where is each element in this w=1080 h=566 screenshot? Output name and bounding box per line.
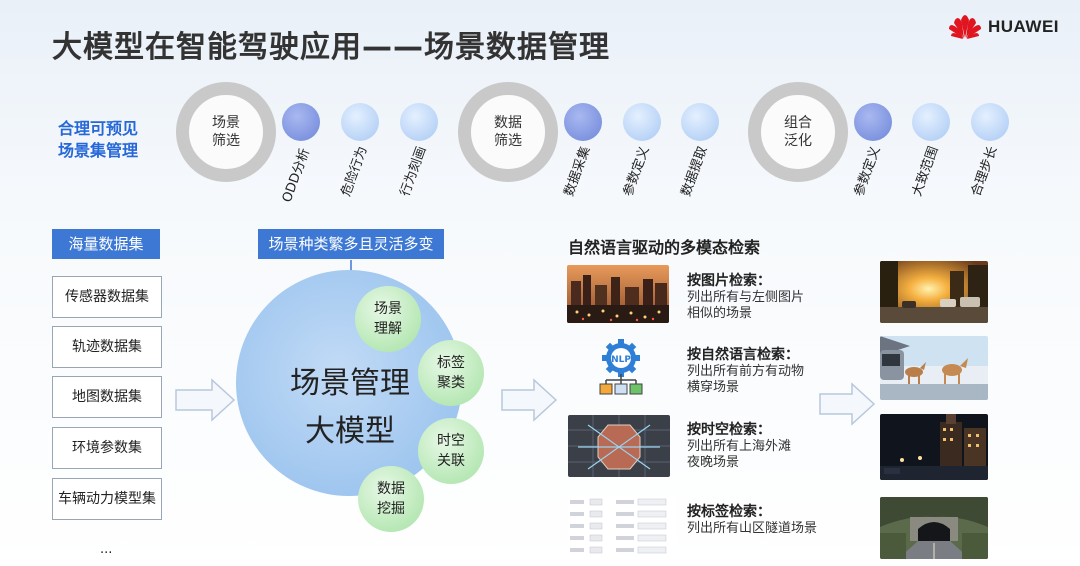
process-dot [854,103,892,141]
process-dot [341,103,379,141]
flow-arrow-icon [175,378,236,422]
search-spatiotemporal-desc: 列出所有上海外滩夜晚场景 [687,439,817,471]
scene-set-label-line2: 场景集管理 [58,141,139,160]
bund-night-image [880,414,988,480]
desc-line: 列出所有山区隧道场景 [687,521,818,536]
scene-model-title: 场景管理 大模型 [262,360,438,456]
scene-set-label-line1: 合理可预见 [58,119,139,138]
flow-arrow-icon [819,382,876,426]
dot-label: 参数定义 [851,144,884,199]
nlp-gear-icon: NLP [599,339,643,395]
ring-text: 组合 [784,115,812,131]
process-dot [681,103,719,141]
tag-form-image [568,496,676,556]
ability-text: 关联 [437,453,465,469]
dataset-item: 环境参数集 [52,427,162,469]
search-spatiotemporal-name: 按时空检索： [687,422,771,438]
ability-tag-clustering: 标签聚类 [418,340,484,406]
dot-label: 行为刻画 [397,144,430,199]
search-nlp-name: 按自然语言检索： [687,347,799,363]
ring-scene-filter: 场景筛选 [176,82,276,182]
dot-label: 合理步长 [968,144,1001,199]
logo-text: HUAWEI [988,17,1059,36]
huawei-logo: HUAWEI [948,14,1059,40]
scene-set-label: 合理可预见 场景集管理 [58,118,138,162]
dot-label: 数据提取 [678,144,711,199]
dot-label: 参数定义 [620,144,653,199]
ring-combine-generalize: 组合泛化 [748,82,848,182]
process-dot [971,103,1009,141]
ability-text: 挖掘 [377,501,405,517]
process-dot [282,103,320,141]
ability-text: 标签 [437,355,465,371]
huawei-flower-icon [949,15,981,39]
process-dot [400,103,438,141]
ability-text: 场景 [374,301,402,317]
dot-label: 危险行为 [338,144,371,199]
dot-label: 大致范围 [909,144,942,199]
dataset-item: 传感器数据集 [52,276,162,318]
desc-line: 夜晚场景 [687,455,740,470]
city-traffic-image [567,265,669,323]
scene-model-line2: 大模型 [305,414,395,449]
flow-arrow-icon [501,378,558,422]
dataset-item: 轨迹数据集 [52,326,162,368]
dot-label: ODD分析 [279,146,314,205]
ability-text: 理解 [374,321,402,337]
ring-text: 筛选 [212,133,240,149]
dataset-ellipsis: ... [100,542,113,557]
search-tag-name: 按标签检索： [687,504,771,520]
search-section-title: 自然语言驱动的多模态检索 [568,238,761,257]
mountain-tunnel-image [880,497,988,559]
process-dot [564,103,602,141]
desc-line: 横穿场景 [687,380,740,395]
spatiotemporal-map-image [568,415,670,477]
dot-label: 数据采集 [561,144,594,199]
desc-line: 列出所有上海外滩 [687,439,792,454]
ring-text: 泛化 [784,133,812,149]
dataset-item: 地图数据集 [52,376,162,418]
search-tag-desc: 列出所有山区隧道场景 [687,521,847,537]
desc-line: 列出所有与左侧图片 [687,290,805,305]
dataset-item: 车辆动力模型集 [52,478,162,520]
ring-text: 场景 [212,115,240,131]
ring-text: 数据 [494,115,522,131]
ability-scene-understanding: 场景理解 [355,286,421,352]
search-nlp-desc: 列出所有前方有动物横穿场景 [687,364,817,396]
sunset-street-image [880,261,988,323]
desc-line: 列出所有前方有动物 [687,364,805,379]
ring-data-filter: 数据筛选 [458,82,558,182]
ability-data-mining: 数据挖掘 [358,466,424,532]
ability-text: 时空 [437,433,465,449]
ability-text: 数据 [377,481,405,497]
search-image-desc: 列出所有与左侧图片相似的场景 [687,290,817,322]
search-image-name: 按图片检索： [687,273,771,289]
scene-variety-box: 场景种类繁多且灵活多变 [258,229,444,259]
page-title: 大模型在智能驾驶应用——场景数据管理 [52,30,610,65]
process-dot [623,103,661,141]
scene-model-line1: 场景管理 [290,366,410,401]
ability-spatiotemporal: 时空关联 [418,418,484,484]
ring-text: 筛选 [494,133,522,149]
nlp-text: NLP [611,355,631,365]
animal-crossing-image [880,336,988,400]
desc-line: 相似的场景 [687,306,753,321]
ability-text: 聚类 [437,375,465,391]
dataset-header: 海量数据集 [52,229,160,259]
process-dot [912,103,950,141]
